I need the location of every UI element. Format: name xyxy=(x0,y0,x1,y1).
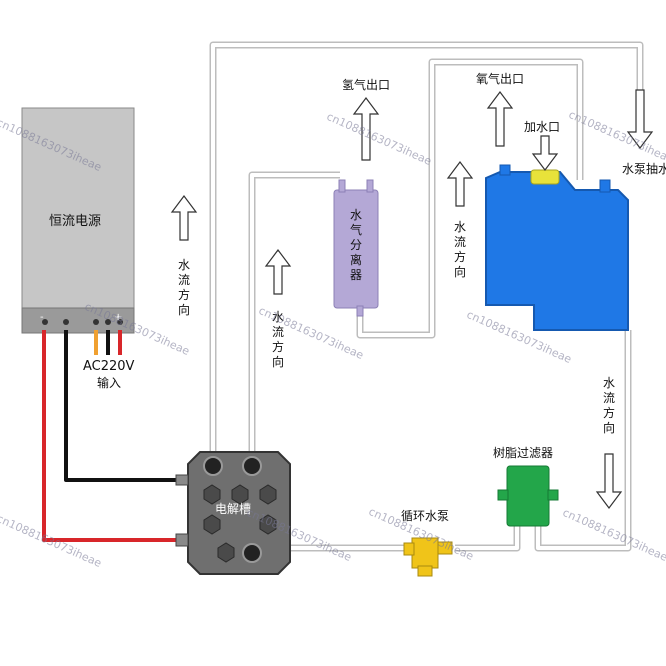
port-icon xyxy=(242,543,262,563)
terminal-screw-icon xyxy=(93,319,99,325)
wiring xyxy=(42,330,185,542)
terminal-screw-icon xyxy=(63,319,69,325)
water-gas-separator xyxy=(333,179,379,317)
terminal-screw-icon xyxy=(117,319,123,325)
terminal-minus-label: - xyxy=(40,312,44,323)
terminal-screw-icon xyxy=(105,319,111,325)
port-icon xyxy=(242,456,262,476)
power-supply xyxy=(21,107,135,334)
power-supply-label: 恒流电源 xyxy=(49,214,102,229)
water-inlet-label: 加水口 xyxy=(524,120,561,134)
arrow-up-icon xyxy=(264,249,292,295)
pump-extract-label: 水泵抽水 xyxy=(622,162,666,176)
arrow-down-icon xyxy=(595,453,623,509)
flow-direction-label: 水流方向 xyxy=(271,310,284,369)
circulation-pump-label: 循环水泵 xyxy=(401,509,450,523)
arrow-up-icon xyxy=(486,91,514,147)
flow-direction-label: 水流方向 xyxy=(602,376,615,435)
resin-filter-label: 树脂过滤器 xyxy=(493,446,554,460)
electrolyzer xyxy=(175,451,291,575)
flow-direction-label: 水流方向 xyxy=(177,258,190,317)
oxygen-outlet-label: 氧气出口 xyxy=(476,72,525,86)
terminal-screw-icon xyxy=(42,319,48,325)
circulation-pump xyxy=(403,537,453,577)
separator-label: 水气分离器 xyxy=(349,208,362,282)
hydrogen-outlet-label: 氢气出口 xyxy=(342,78,391,92)
arrow-down-icon xyxy=(626,89,654,149)
water-tank xyxy=(485,164,629,331)
resin-filter xyxy=(497,465,559,527)
pipe-network xyxy=(209,41,644,552)
flow-direction-label: 水流方向 xyxy=(453,220,466,279)
arrow-up-icon xyxy=(352,97,380,161)
arrow-up-icon xyxy=(170,195,198,241)
port-icon xyxy=(203,456,223,476)
ac-input-label-sub: 输入 xyxy=(97,376,122,390)
electrolyzer-label: 电解槽 xyxy=(215,502,252,516)
terminal-plus-label: + xyxy=(114,312,123,323)
arrow-down-icon xyxy=(531,135,559,171)
ac-input-label: AC220V xyxy=(83,359,135,374)
arrow-up-icon xyxy=(446,161,474,207)
